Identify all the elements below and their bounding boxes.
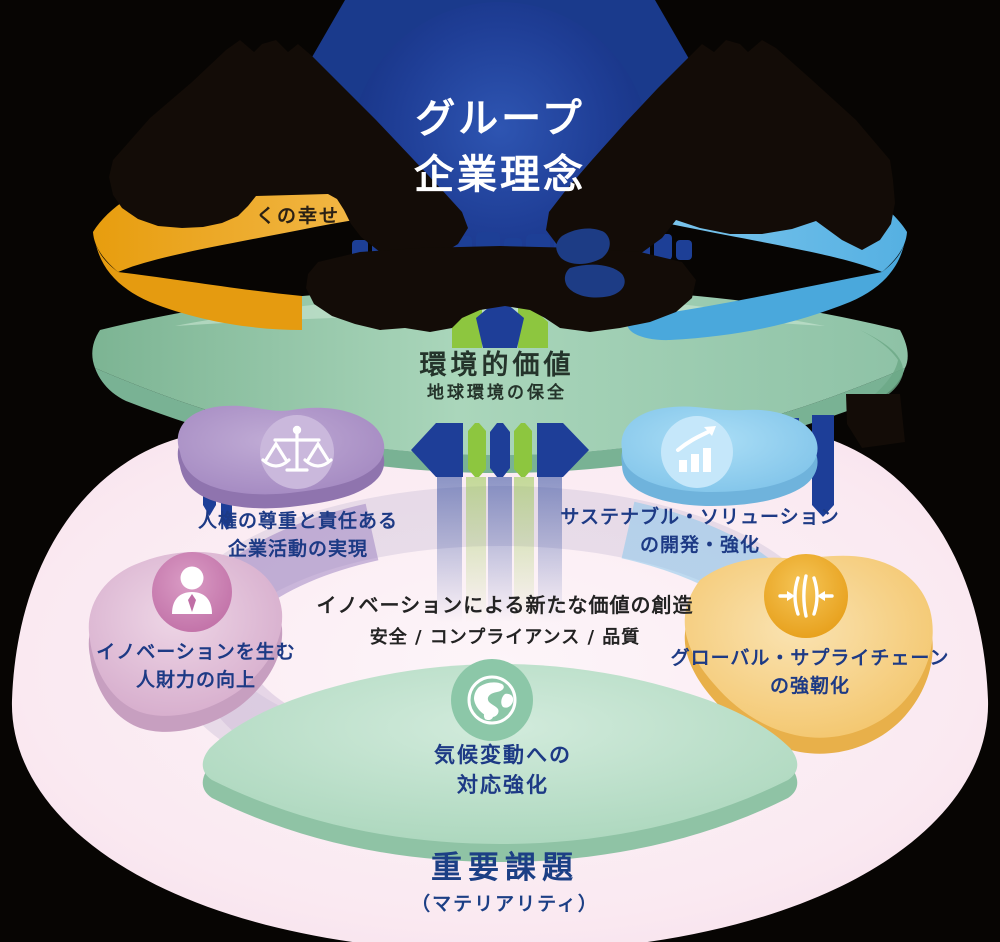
- globe-icon: [467, 675, 517, 725]
- label-human-rights-1: 人権の尊重と責任ある: [198, 509, 398, 532]
- social-band-face: [95, 240, 302, 330]
- label-sustainable-1: サステナブル・ソリューション: [560, 505, 839, 528]
- environmental-value-subtitle: 地球環境の保全: [427, 382, 567, 403]
- label-innovation-2: 人財力の向上: [136, 668, 256, 691]
- economic-band-face: [627, 240, 905, 341]
- petal-supply-chain: [684, 554, 933, 754]
- label-climate-2: 対応強化: [457, 773, 549, 797]
- label-climate-1: 気候変動への: [434, 743, 572, 767]
- footer-title: 重要課題: [431, 850, 579, 886]
- petal-innovation-talent: [88, 551, 283, 732]
- globe-icon-circle: [451, 659, 533, 741]
- growth-chart-icon-circle: [661, 416, 733, 488]
- center-line1: イノベーションによる新たな価値の創造: [317, 593, 694, 617]
- environmental-band-right-face: [856, 330, 904, 409]
- philosophy-line1: グループ: [415, 96, 585, 142]
- philosophy-line2: 企業理念: [414, 152, 586, 198]
- obscured-regions: [109, 40, 905, 448]
- value-flow-arrows-main: [411, 423, 589, 622]
- label-innovation-1: イノベーションを生む: [96, 640, 296, 663]
- obscured-right: [546, 40, 895, 264]
- scales-icon: [261, 425, 333, 472]
- obscured-small-right: [846, 394, 905, 448]
- center-line2: 安全 / コンプライアンス / 品質: [370, 626, 641, 648]
- obscured-navy-fragments: [556, 228, 625, 298]
- person-icon: [172, 566, 212, 614]
- obscured-left: [109, 40, 468, 263]
- label-supply-chain-1: グローバル・サプライチェーン: [671, 646, 950, 669]
- resilience-icon: [778, 574, 834, 618]
- resilience-icon-circle: [764, 554, 848, 638]
- petal-human-rights: [177, 405, 385, 509]
- environmental-value-title: 環境的価値: [420, 349, 575, 381]
- growth-chart-icon: [676, 426, 716, 472]
- social-value-fragment: くの幸せ: [256, 205, 340, 227]
- label-sustainable-2: の開発・強化: [640, 533, 760, 556]
- petal-climate: [202, 659, 798, 862]
- label-human-rights-2: 企業活動の実現: [227, 537, 368, 560]
- footer-subtitle: （マテリアリティ）: [411, 892, 599, 915]
- petal-sustainable-solutions: [621, 406, 818, 506]
- label-supply-chain-2: の強靭化: [770, 674, 850, 697]
